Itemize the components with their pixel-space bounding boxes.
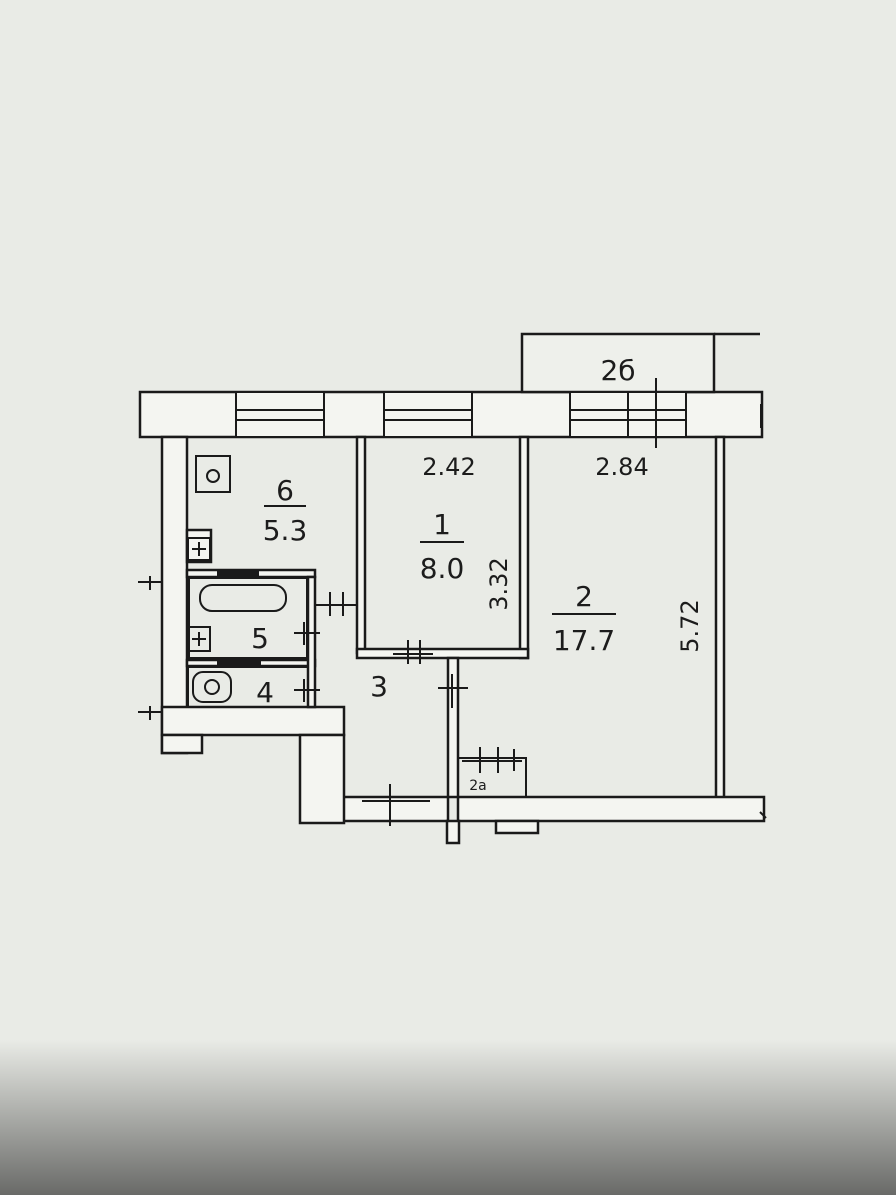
balcony-outline — [520, 332, 716, 394]
wall-left-stub — [160, 733, 204, 755]
photo-shadow — [0, 1040, 896, 1195]
room-2a-number: 2a — [469, 778, 487, 794]
room-6-number: 6 — [276, 474, 294, 507]
vent-icon — [187, 537, 211, 561]
sink-icon — [187, 626, 211, 652]
bathtub-icon — [188, 570, 308, 659]
room-1-area: 8.0 — [420, 552, 465, 585]
dim-room1-width: 2.42 — [422, 453, 475, 481]
stove-icon — [195, 455, 231, 493]
partition-corridor-room2 — [446, 656, 460, 799]
room-3-number: 3 — [370, 670, 388, 703]
room-2-area: 17.7 — [553, 624, 615, 657]
door-marks — [138, 404, 767, 826]
wall-lower-left — [160, 705, 346, 737]
exterior-wall-left — [160, 435, 189, 755]
fixtures — [187, 455, 309, 708]
wall-bottom-post — [445, 819, 461, 845]
dim-room1-depth: 3.32 — [485, 557, 513, 610]
window-room2 — [569, 378, 687, 448]
exterior-wall-right — [714, 435, 726, 801]
room-6-area: 5.3 — [263, 514, 308, 547]
window-room1 — [383, 391, 473, 438]
window-kitchen — [235, 391, 325, 438]
dim-room2-depth: 5.72 — [676, 599, 704, 652]
wall-lower-left-pier — [298, 733, 346, 825]
labels: 6 5.3 1 8.0 2 17.7 3 4 5 2a 2б 2.42 2.84… — [251, 354, 704, 794]
room-2-number: 2 — [575, 580, 593, 613]
dim-room2-width: 2.84 — [595, 453, 648, 481]
partition-room1-right — [518, 435, 530, 660]
wall-bottom-stub — [494, 819, 540, 835]
room-1-number: 1 — [433, 508, 451, 541]
wall-bottom-room2 — [456, 795, 766, 823]
partition-room1-left — [355, 435, 367, 655]
partition-room1-bottom — [355, 647, 530, 660]
windows — [235, 378, 687, 448]
closet-2a-outline — [457, 757, 527, 798]
room-5-number: 5 — [251, 622, 269, 655]
toilet-icon — [187, 660, 309, 708]
fraction-bars — [264, 505, 616, 615]
room-4-number: 4 — [256, 676, 274, 709]
partition-wet-right — [306, 575, 317, 709]
room-2b-number: 2б — [600, 354, 635, 387]
